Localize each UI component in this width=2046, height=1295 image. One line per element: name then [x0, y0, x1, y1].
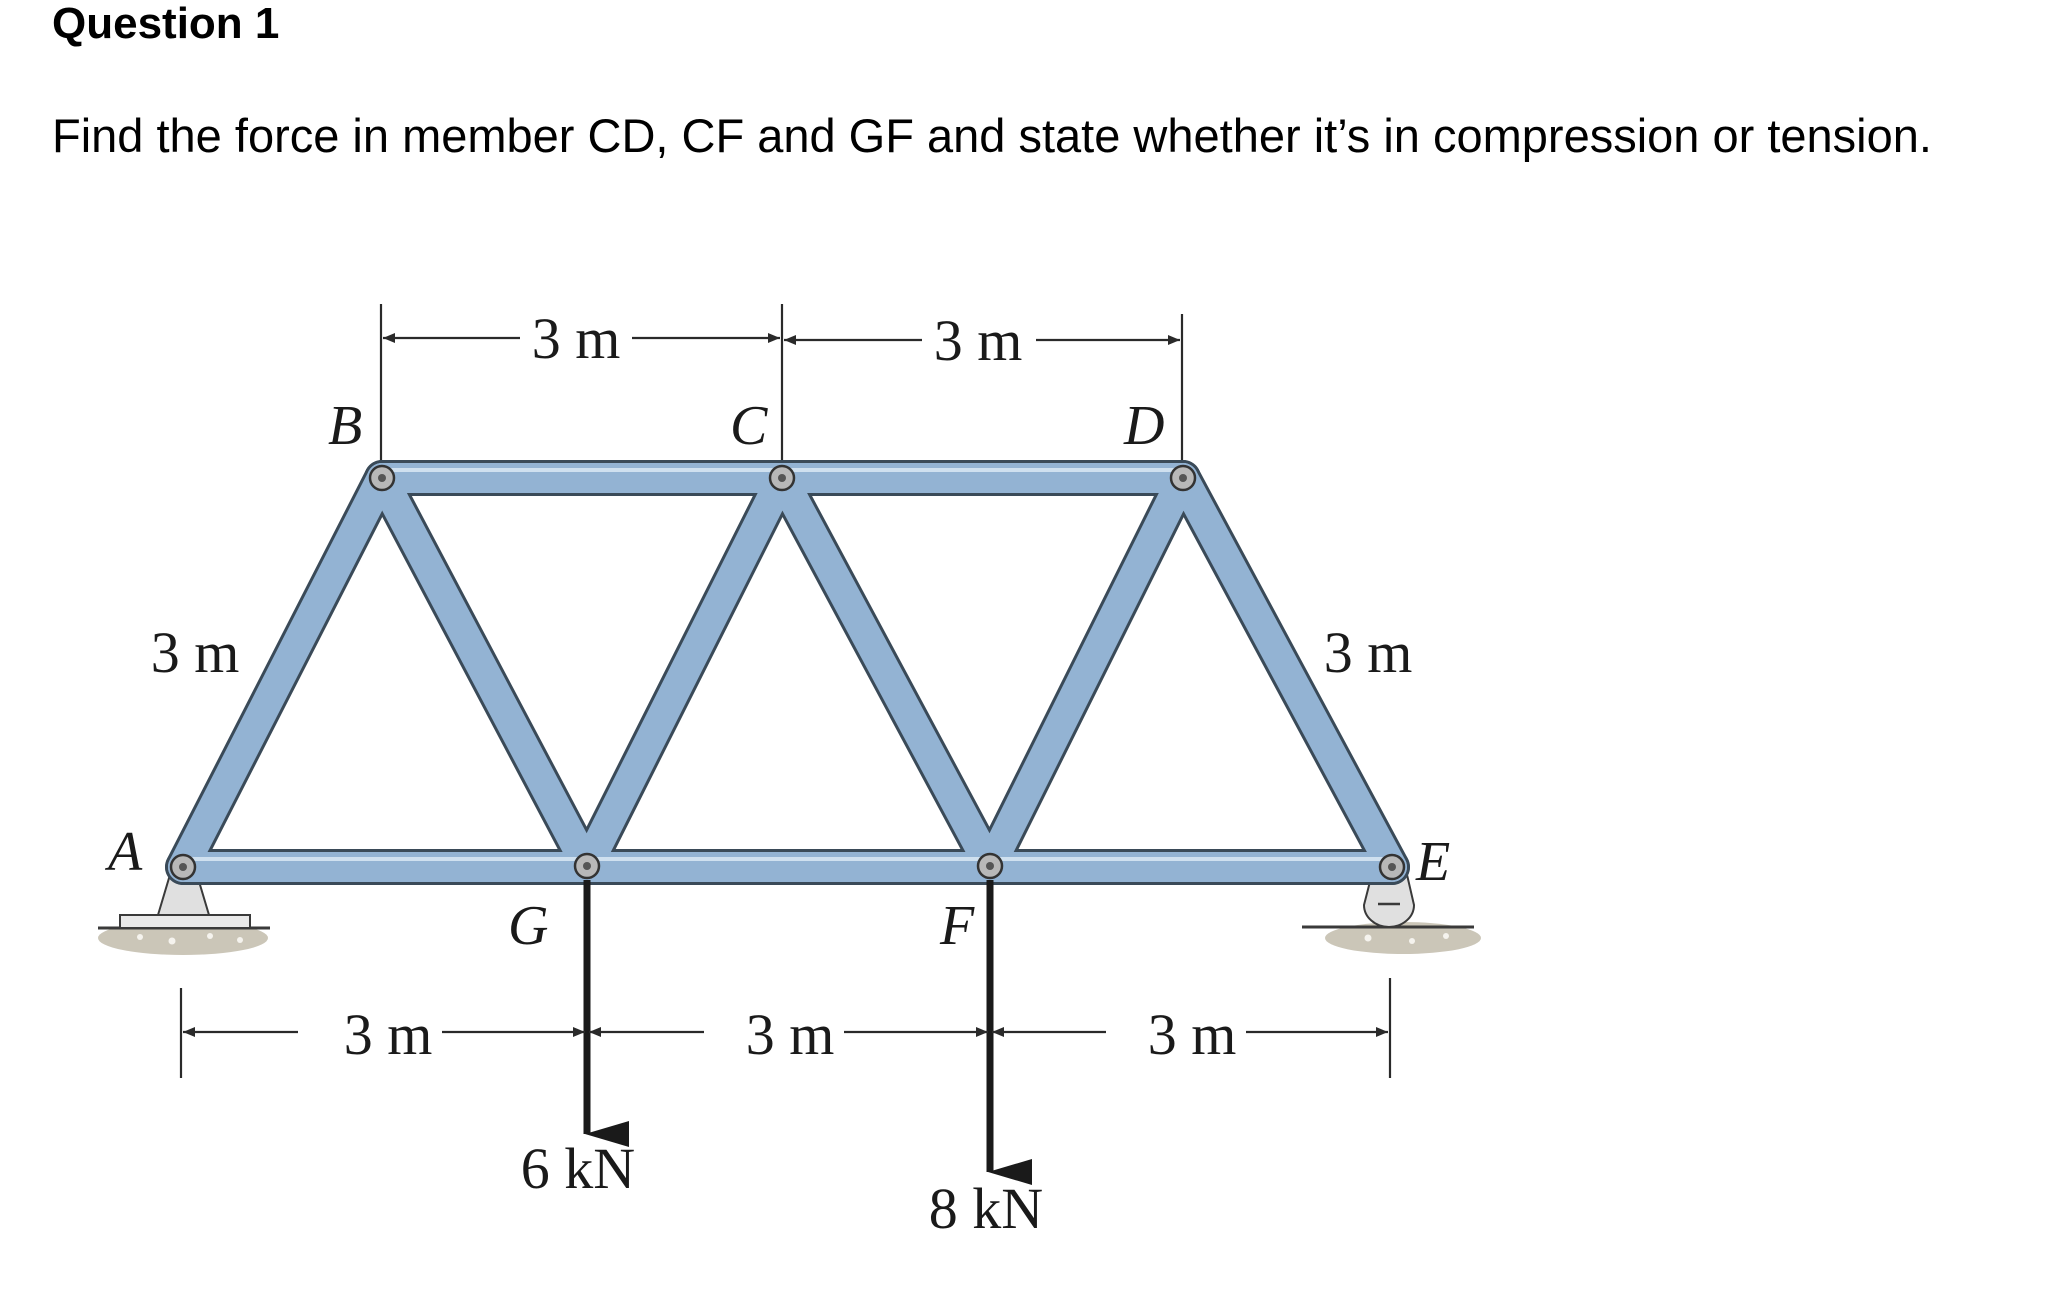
- load-label-g: 6 kN: [521, 1136, 635, 1201]
- member-gc: [572, 463, 797, 881]
- ground-e: [1325, 922, 1481, 954]
- load-label-f: 8 kN: [929, 1176, 1043, 1241]
- joint-c: [768, 464, 796, 492]
- joint-f: [976, 852, 1004, 880]
- node-label-d: D: [1123, 395, 1164, 457]
- question-text: Find the force in member CD, CF and GF a…: [52, 109, 1932, 162]
- question-title: Question 1: [52, 0, 280, 48]
- truss-joints: [169, 464, 1406, 881]
- dim-label-bottom-left: 3 m: [344, 1002, 433, 1067]
- dimension-top: 3 m 3 m: [379, 304, 1184, 460]
- member-fd: [975, 463, 1198, 881]
- member-cf: [767, 463, 1005, 881]
- load-f: 8 kN: [929, 880, 1043, 1241]
- dimension-bottom: 3 m 3 m 3 m: [179, 978, 1392, 1078]
- dim-label-top-left: 3 m: [532, 306, 621, 371]
- joint-g: [573, 852, 601, 880]
- node-label-g: G: [508, 895, 548, 957]
- dim-label-bottom-mid: 3 m: [746, 1002, 835, 1067]
- node-label-c: C: [730, 395, 768, 457]
- dim-label-top-right: 3 m: [934, 308, 1023, 373]
- truss-members: [168, 463, 1407, 882]
- joint-a: [169, 853, 197, 881]
- joint-d: [1169, 464, 1197, 492]
- dim-label-bottom-right: 3 m: [1148, 1002, 1237, 1067]
- node-label-b: B: [328, 395, 362, 457]
- member-ab: [168, 463, 397, 882]
- joint-e: [1378, 853, 1406, 881]
- dim-label-right-side: 3 m: [1324, 620, 1413, 685]
- node-label-e: E: [1415, 831, 1450, 893]
- node-label-a: A: [104, 821, 143, 883]
- load-g: 6 kN: [521, 880, 635, 1201]
- member-bg: [367, 463, 602, 881]
- member-de: [1168, 463, 1407, 882]
- dim-label-left-side: 3 m: [151, 620, 240, 685]
- node-label-f: F: [939, 895, 975, 957]
- pin-base-plate: [119, 914, 251, 929]
- joint-b: [368, 464, 396, 492]
